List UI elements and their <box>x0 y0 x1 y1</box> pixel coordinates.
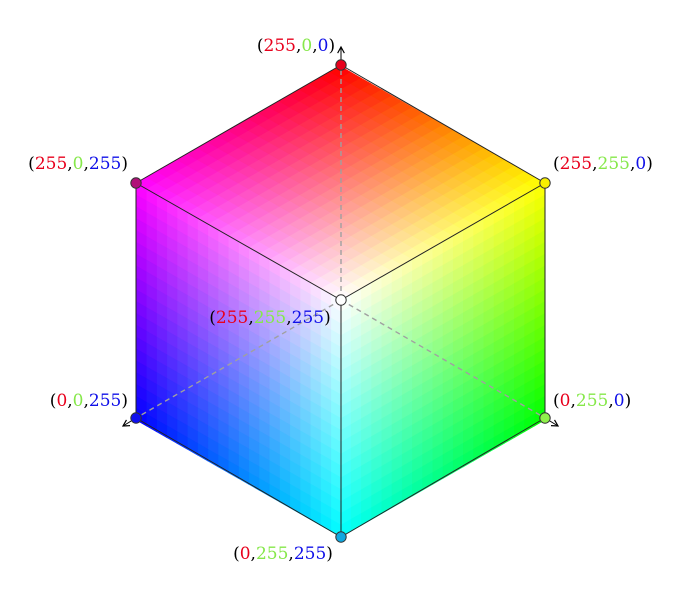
label-punct: ) <box>326 544 333 564</box>
label-punct: , <box>630 154 635 174</box>
vertex-yellow-dot <box>539 177 551 189</box>
green-axis-arrow-head <box>550 419 560 427</box>
left-face <box>135 182 342 538</box>
right-face <box>340 182 546 538</box>
label-cyan-b-value: 255 <box>294 544 326 564</box>
label-magenta-r-value: 255 <box>35 154 67 174</box>
label-punct: ( <box>553 154 560 174</box>
label-punct: ) <box>625 391 632 411</box>
label-blue: (0,0,255) <box>50 391 128 411</box>
blue-axis-arrow-head <box>121 419 131 427</box>
label-red-r-value: 255 <box>264 36 296 56</box>
axis-green-dashed <box>340 299 546 419</box>
label-white-g-value: 255 <box>254 308 286 328</box>
label-punct: ( <box>50 391 57 411</box>
vertex-red-dot <box>335 59 347 71</box>
label-punct: ) <box>121 154 128 174</box>
label-magenta-b-value: 255 <box>89 154 121 174</box>
label-white-r-value: 255 <box>216 308 248 328</box>
label-green-r-value: 0 <box>560 391 571 411</box>
label-punct: , <box>296 36 301 56</box>
axis-blue-dashed <box>135 299 342 419</box>
label-green-g-value: 255 <box>576 391 608 411</box>
vertex-dots <box>130 59 551 543</box>
label-blue-g-value: 0 <box>73 391 84 411</box>
label-punct: ) <box>121 391 128 411</box>
label-punct: , <box>608 391 613 411</box>
cube-edges <box>135 64 546 538</box>
label-cyan: (0,255,255) <box>233 544 333 564</box>
label-cyan-g-value: 255 <box>256 544 288 564</box>
edge-white-magenta <box>135 182 342 301</box>
label-green-b-value: 0 <box>614 391 625 411</box>
red-axis-arrow-head <box>337 45 345 54</box>
edge-green-cyan <box>340 417 546 538</box>
label-punct: , <box>592 154 597 174</box>
label-punct: , <box>312 36 317 56</box>
vertex-blue-dot <box>130 412 142 424</box>
label-punct: , <box>248 308 253 328</box>
vertex-cyan-dot <box>335 531 347 543</box>
edge-cyan-blue <box>135 417 342 538</box>
label-punct: , <box>67 154 72 174</box>
vertex-labels: (255,0,0)(255,255,0)(0,255,0)(0,255,255)… <box>28 36 653 564</box>
vertex-magenta-dot <box>130 177 142 189</box>
edge-red-yellow <box>340 64 546 184</box>
label-yellow-r-value: 255 <box>560 154 592 174</box>
label-punct: ) <box>324 308 331 328</box>
label-punct: ( <box>257 36 264 56</box>
label-blue-b-value: 255 <box>89 391 121 411</box>
label-yellow-g-value: 255 <box>598 154 630 174</box>
label-punct: , <box>570 391 575 411</box>
edge-white-yellow <box>340 182 546 301</box>
label-punct: ( <box>233 544 240 564</box>
label-green: (0,255,0) <box>553 391 631 411</box>
label-punct: , <box>67 391 72 411</box>
label-yellow-b-value: 0 <box>635 154 646 174</box>
label-punct: , <box>288 544 293 564</box>
vertex-green-dot <box>539 412 551 424</box>
label-punct: , <box>251 544 256 564</box>
label-red-b-value: 0 <box>318 36 329 56</box>
label-punct: , <box>84 154 89 174</box>
label-punct: , <box>286 308 291 328</box>
label-punct: ) <box>646 154 653 174</box>
label-red: (255,0,0) <box>257 36 335 56</box>
label-magenta-g-value: 0 <box>73 154 84 174</box>
label-magenta: (255,0,255) <box>28 154 128 174</box>
label-punct: ( <box>553 391 560 411</box>
label-white-b-value: 255 <box>292 308 324 328</box>
edge-magenta-red <box>135 64 342 184</box>
label-punct: , <box>84 391 89 411</box>
label-cyan-r-value: 0 <box>240 544 251 564</box>
label-white: (255,255,255) <box>209 308 330 328</box>
label-punct: ( <box>209 308 216 328</box>
label-punct: ) <box>328 36 335 56</box>
top-face <box>135 65 546 301</box>
label-blue-r-value: 0 <box>56 391 67 411</box>
label-yellow: (255,255,0) <box>553 154 653 174</box>
vertex-white-dot <box>335 294 347 306</box>
hidden-axes <box>135 65 546 419</box>
cube-faces <box>135 65 546 538</box>
label-punct: ( <box>28 154 35 174</box>
label-red-g-value: 0 <box>301 36 312 56</box>
